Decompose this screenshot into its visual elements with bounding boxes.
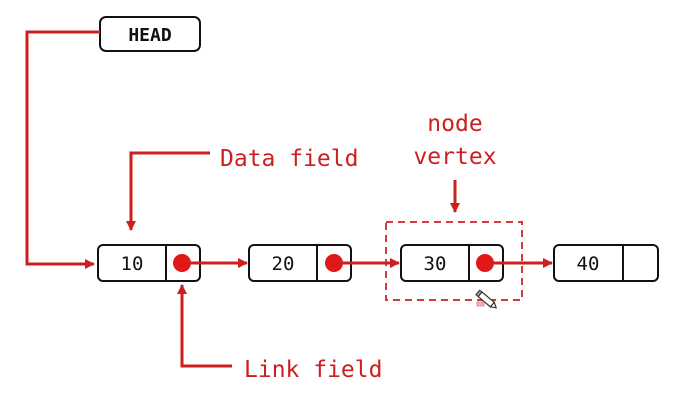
node-link-dot (325, 254, 343, 272)
node-data-value: 10 (121, 253, 144, 275)
head-pointer: HEAD (99, 16, 201, 52)
pencil-cursor-icon (475, 289, 498, 309)
head-to-first-node-arrow (25, 30, 100, 269)
head-label: HEAD (128, 25, 172, 46)
link-field-arrow (177, 284, 232, 368)
eraser-mark (476, 301, 485, 307)
link-field-label: Link field (244, 357, 382, 383)
node-10: 10 (97, 244, 201, 282)
node-link-dot (173, 254, 191, 272)
node-40: 40 (553, 244, 659, 282)
node-highlight-box (385, 221, 523, 301)
data-field-annotation: Data field (126, 146, 358, 231)
data-field-label: Data field (220, 146, 358, 172)
data-field-arrow (126, 151, 210, 231)
node-label: node (427, 111, 482, 137)
head-box (99, 16, 201, 52)
node-link-dot (476, 254, 494, 272)
node-data-value: 20 (272, 253, 295, 275)
node-30: 30 (400, 244, 504, 282)
node-data-value: 40 (577, 253, 600, 275)
vertex-label: vertex (413, 144, 496, 170)
node-data-value: 30 (424, 253, 447, 275)
node-vertex-annotation: node vertex (385, 111, 523, 301)
link-field-annotation: Link field (177, 284, 382, 383)
node-20: 20 (248, 244, 352, 282)
node-box (553, 244, 659, 282)
